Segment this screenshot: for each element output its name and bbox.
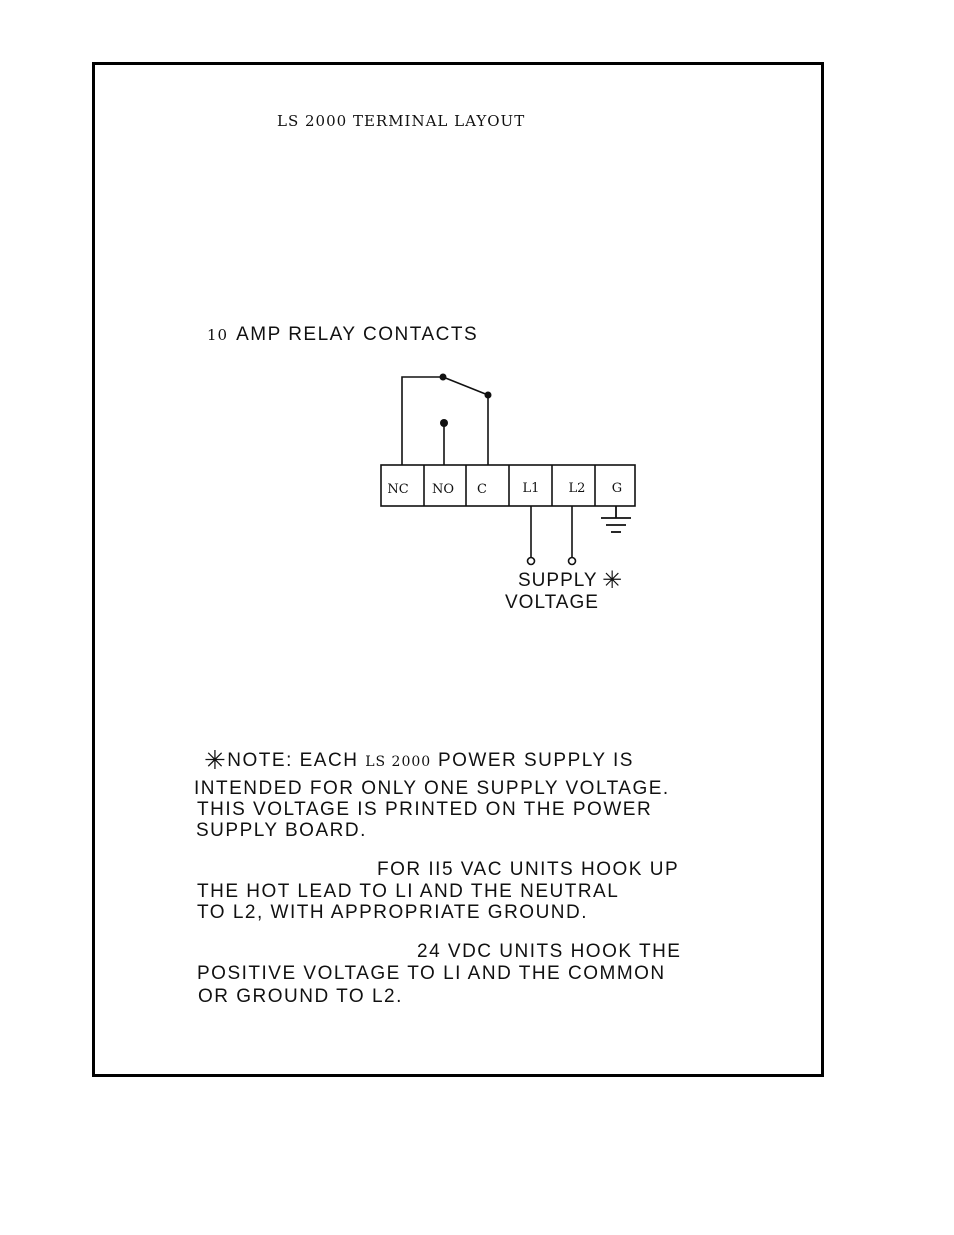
nc-wire [401, 376, 443, 465]
terminal-label-nc: NC [387, 482, 408, 497]
vdc-line-2: POSITIVE VOLTAGE TO LI AND THE COMMON [197, 963, 666, 984]
switch-pivot-dot [439, 373, 447, 381]
l2-lead-terminal [567, 556, 577, 566]
supply-leads [526, 506, 577, 566]
note-line-1: ✳NOTE: EACH LS 2000 POWER SUPPLY IS [204, 748, 634, 774]
note-line-3: THIS VOLTAGE IS PRINTED ON THE POWER [197, 799, 653, 820]
note-model: LS 2000 [365, 754, 432, 770]
ground-symbol-icon [601, 506, 631, 533]
asterisk-icon: ✳ [204, 746, 228, 776]
note-line-4: SUPPLY BOARD. [196, 820, 367, 841]
vac-line-1: FOR II5 VAC UNITS HOOK UP [377, 859, 680, 880]
vdc-line-1: 24 VDC UNITS HOOK THE [417, 941, 682, 962]
common-contact-dot [484, 391, 492, 399]
note-suffix: POWER SUPPLY IS [431, 750, 634, 771]
terminal-block [380, 464, 636, 507]
relay-heading-text: AMP RELAY CONTACTS [236, 324, 479, 345]
vac-line-2: THE HOT LEAD TO LI AND THE NEUTRAL [197, 881, 620, 902]
relay-switch-arm [442, 376, 489, 396]
note-prefix: NOTE: EACH [227, 750, 366, 771]
terminal-label-l1: L1 [523, 481, 540, 496]
no-contact-dot [440, 419, 448, 427]
note-line-2: INTENDED FOR ONLY ONE SUPPLY VOLTAGE. [194, 778, 670, 799]
vdc-line-3: OR GROUND TO L2. [198, 986, 403, 1007]
relay-heading: 10 AMP RELAY CONTACTS [207, 324, 478, 346]
vac-line-3: TO L2, WITH APPROPRIATE GROUND. [197, 902, 589, 923]
terminal-label-g: G [612, 481, 622, 496]
relay-heading-amp: 10 [207, 326, 229, 344]
terminal-label-no: NO [432, 482, 454, 497]
terminal-block-outline [380, 464, 636, 507]
page-title: LS 2000 TERMINAL LAYOUT [277, 112, 526, 130]
page-border [92, 62, 824, 1077]
relay-wiring [401, 376, 489, 465]
terminal-label-l2: L2 [569, 481, 586, 496]
supply-label-line1: SUPPLY [518, 570, 598, 591]
asterisk-icon: ✳ [602, 566, 622, 594]
supply-label-line2: VOLTAGE [505, 592, 599, 613]
terminal-label-c: C [477, 482, 487, 497]
l1-lead-terminal [526, 556, 536, 566]
